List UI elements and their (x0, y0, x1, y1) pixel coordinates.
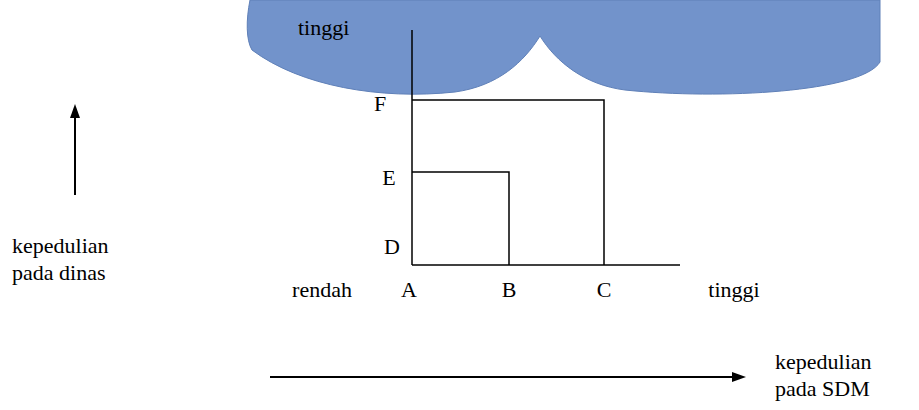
inner-square (412, 172, 509, 265)
axis-point: D (384, 233, 400, 260)
y-axis (411, 30, 413, 265)
axis-title: kepedulian pada dinas (12, 232, 130, 286)
arrow-head (732, 372, 746, 382)
axis-point: C (597, 276, 612, 303)
axis-title: kepedulian pada SDM (775, 348, 893, 402)
axis-point: B (502, 276, 517, 303)
vertical-arrow (74, 116, 76, 195)
x-axis (412, 264, 680, 266)
cloud-banner (247, 0, 880, 94)
axis-point: F (374, 90, 386, 117)
outer-square (412, 100, 604, 265)
arrow-head (70, 104, 80, 118)
axis-end-label: tinggi (708, 276, 759, 303)
axis-end-label: tinggi (298, 14, 349, 41)
axis-point: A (401, 276, 417, 303)
axis-end-label: rendah (292, 276, 352, 303)
axis-point: E (382, 164, 395, 191)
horizontal-arrow (270, 376, 734, 378)
